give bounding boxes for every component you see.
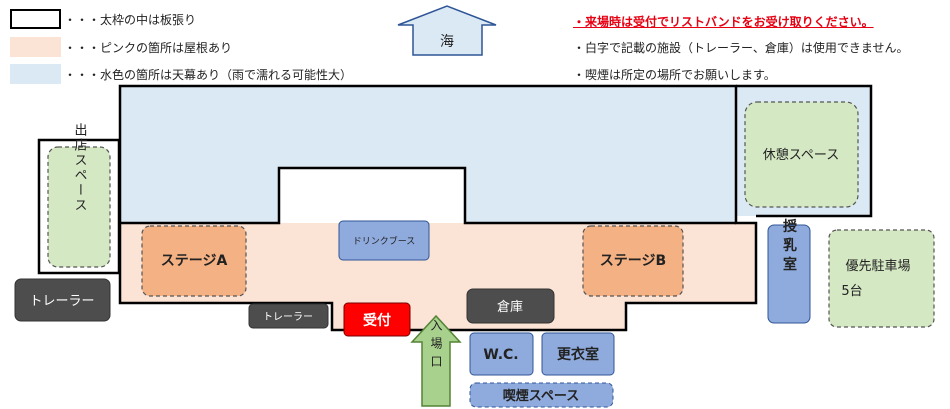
trailer-left-label: トレーラー	[29, 294, 94, 309]
reception	[343, 302, 411, 337]
changing-room	[541, 332, 615, 376]
trailer-small-label: トレーラー	[263, 311, 313, 323]
wc	[469, 332, 534, 376]
legend-swatch-outline	[10, 9, 61, 29]
priority-parking-count: 5台	[841, 284, 862, 299]
stage-a	[141, 225, 247, 297]
priority-parking	[828, 229, 935, 328]
entrance-label: 入場口	[429, 319, 443, 373]
stage-back-outline	[120, 166, 736, 225]
nursing-room-label: 授乳室	[781, 218, 797, 276]
boarded-floor-outline	[118, 84, 758, 332]
priority-parking-label: 優先駐車場	[845, 259, 910, 274]
rest-space-label: 休憩スペース	[763, 147, 839, 163]
legend-swatch-blue	[10, 64, 61, 84]
sea-arrow: 海	[397, 5, 497, 56]
note-smoking: ・喫煙は所定の場所でお願いします。	[573, 68, 776, 82]
nursing-room	[767, 224, 811, 324]
sea-label: 海	[440, 34, 454, 50]
rest-space	[744, 101, 859, 208]
boarded-floor-outline-right	[736, 84, 873, 218]
legend-text-outline: ・・・太枠の中は板張り	[64, 13, 197, 27]
entrance-arrow: 入場口	[410, 314, 462, 407]
stage-b	[582, 225, 684, 297]
shop-space	[47, 146, 111, 268]
shop-space-label: 出店スペース	[72, 123, 88, 213]
trailer-left	[14, 278, 111, 322]
legend-swatch-pink	[10, 37, 61, 57]
reception-label: 受付	[363, 312, 391, 329]
stage-a-label: ステージA	[161, 253, 228, 269]
note-unavailable-facilities: ・白字で記載の施設（トレーラー、倉庫）は使用できません。	[573, 41, 909, 55]
tent-area	[120, 86, 736, 223]
drink-booth	[338, 220, 430, 261]
smoking-space-label: 喫煙スペース	[503, 388, 579, 404]
warehouse-label: 倉庫	[497, 300, 523, 315]
changing-room-label: 更衣室	[557, 346, 599, 363]
smoking-space	[469, 382, 614, 408]
legend-text-blue: ・・・水色の箇所は天幕あり（雨で濡れる可能性大）	[64, 68, 353, 82]
stage-b-label: ステージB	[600, 253, 666, 269]
legend-text-pink: ・・・ピンクの箇所は屋根あり	[64, 41, 233, 55]
wc-label: W.C.	[483, 347, 518, 363]
note-wristband: ・来場時は受付でリストバンドをお受け取りください。	[573, 15, 874, 29]
warehouse	[466, 288, 555, 324]
drink-booth-label: ドリンクブース	[353, 235, 416, 247]
trailer-small	[248, 303, 329, 329]
